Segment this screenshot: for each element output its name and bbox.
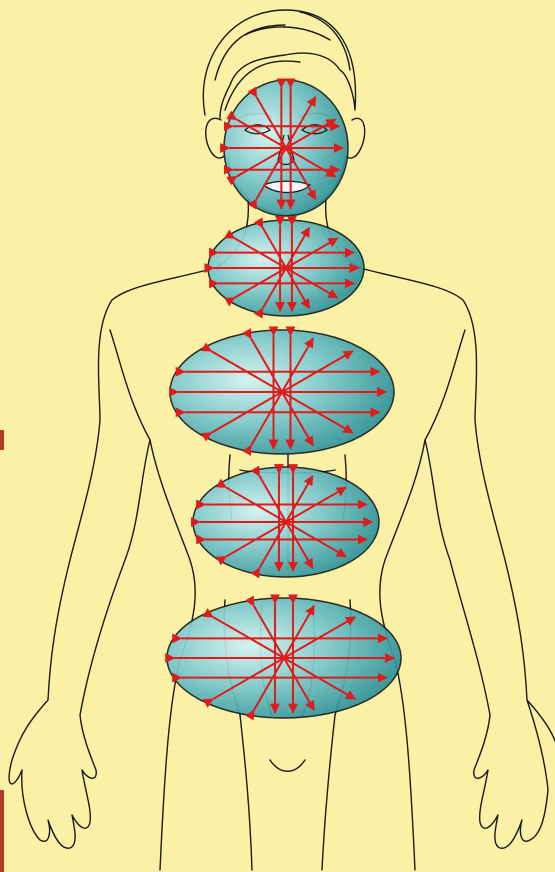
inner-arm-right [425, 330, 465, 440]
inner-arm-left [110, 330, 150, 440]
left-ear [206, 118, 224, 158]
right-ear [346, 118, 365, 158]
zones [167, 80, 401, 718]
crotch [270, 760, 305, 771]
leg-inner-right [322, 715, 335, 870]
left-shoulder-arm [9, 268, 215, 848]
leg-inner-left [240, 715, 252, 870]
